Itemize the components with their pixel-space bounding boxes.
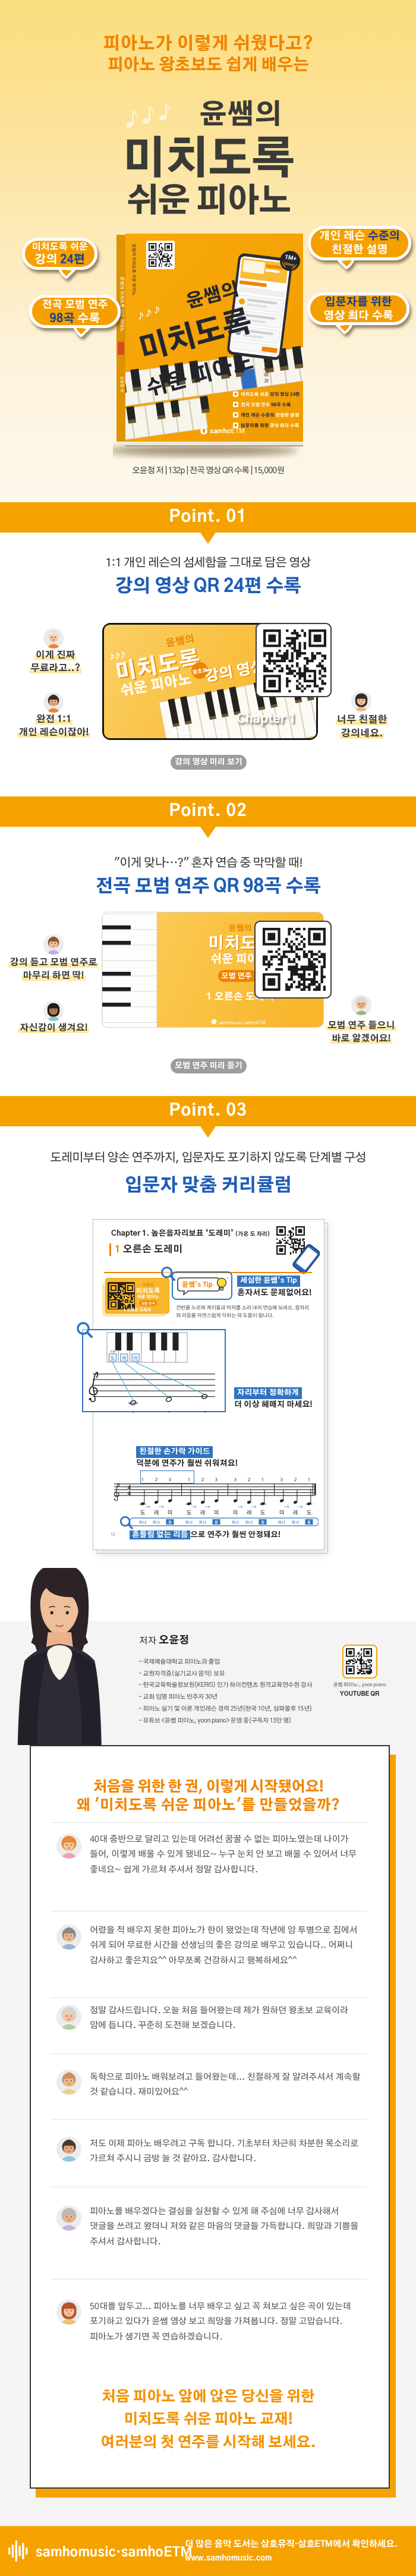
svg-text:모범 연주: 모범 연주 — [221, 972, 251, 980]
svg-text:오윤정 저: 오윤정 저 — [263, 362, 269, 383]
svg-text:미: 미 — [214, 1510, 219, 1516]
svg-text:하나: 하나 — [245, 1521, 253, 1525]
svg-text:♪♪♪: ♪♪♪ — [109, 651, 127, 662]
svg-text:도: 도 — [260, 1510, 266, 1516]
svg-text:레: 레 — [154, 1510, 159, 1516]
svg-text:2: 2 — [201, 1478, 204, 1482]
svg-text:도: 도 — [111, 1356, 115, 1361]
svg-text:윤쌤’s Tip: 윤쌤’s Tip — [182, 1280, 213, 1289]
svg-text:하나: 하나 — [278, 1521, 286, 1525]
svg-text:쉬운 피아노: 쉬운 피아노 — [137, 1295, 159, 1299]
svg-text:하나: 하나 — [292, 1521, 300, 1525]
svg-text:2: 2 — [155, 1478, 157, 1482]
svg-text:3: 3 — [169, 1478, 171, 1482]
svg-text:2: 2 — [294, 1478, 297, 1482]
svg-text:samhomusic·samhoETM: samhomusic·samhoETM — [219, 1021, 265, 1025]
svg-text:도: 도 — [140, 1510, 146, 1516]
svg-text:왕초보: 왕초보 — [192, 667, 208, 675]
svg-text:윤쌤의: 윤쌤의 — [228, 924, 251, 933]
svg-text:가온: 가온 — [110, 1350, 116, 1354]
svg-text:레: 레 — [200, 1510, 206, 1516]
svg-text:samhomusic·samhoETM: samhomusic·samhoETM — [179, 730, 226, 735]
svg-text:미치도록 쉬운 강의 영상 24편: 미치도록 쉬운 강의 영상 24편 — [241, 392, 300, 397]
svg-text:하나: 하나 — [185, 1521, 193, 1525]
svg-text:도: 도 — [307, 1510, 312, 1516]
svg-text:레: 레 — [247, 1510, 252, 1516]
svg-text:윤쌤의 미치도록 쉬운 피아노: 윤쌤의 미치도록 쉬운 피아노 — [119, 276, 125, 332]
svg-text:미치도록: 미치도록 — [136, 1287, 160, 1295]
svg-text:미: 미 — [233, 1510, 238, 1516]
svg-text:레: 레 — [293, 1510, 298, 1516]
svg-text:전곡 모범 연주 98곡 수록: 전곡 모범 연주 98곡 수록 — [241, 402, 291, 408]
svg-text:1: 1 — [131, 1411, 134, 1413]
svg-text:둘: 둘 — [261, 1520, 264, 1525]
svg-text:1: 1 — [188, 1478, 190, 1482]
svg-text:1M+: 1M+ — [284, 254, 297, 262]
svg-text:1: 1 — [308, 1478, 310, 1482]
svg-text:3: 3 — [234, 1478, 237, 1482]
svg-text:오윤정 저: 오윤정 저 — [119, 376, 124, 392]
svg-text:1: 1 — [261, 1478, 264, 1482]
svg-text:모범 연주: 모범 연주 — [141, 1302, 155, 1306]
svg-text:♪: ♪ — [154, 306, 160, 316]
svg-text:미: 미 — [133, 1356, 138, 1361]
svg-text:Chapter 1: Chapter 1 — [237, 712, 296, 726]
svg-text:미: 미 — [168, 1510, 173, 1516]
svg-text:4: 4 — [127, 1491, 131, 1497]
svg-text:♪: ♪ — [146, 308, 152, 319]
svg-text:1 오른손 도레미: 1 오른손 도레미 — [124, 1308, 151, 1312]
svg-text:views: views — [283, 262, 295, 268]
svg-text:레: 레 — [122, 1356, 127, 1361]
svg-text:입문자를 위한 영상 최다 수록: 입문자를 위한 영상 최다 수록 — [241, 423, 299, 429]
svg-text:2: 2 — [167, 1411, 170, 1413]
svg-text:3: 3 — [215, 1478, 218, 1482]
svg-text:둘: 둘 — [307, 1520, 311, 1525]
svg-text:윤쌤의: 윤쌤의 — [143, 1283, 153, 1287]
svg-text:4: 4 — [127, 1485, 131, 1491]
svg-text:둘: 둘 — [215, 1520, 218, 1525]
svg-text:3: 3 — [281, 1478, 283, 1482]
svg-text:둘: 둘 — [168, 1520, 172, 1525]
svg-text:samhoETM: samhoETM — [210, 427, 245, 435]
svg-text:2: 2 — [248, 1478, 250, 1482]
svg-text:하나: 하나 — [232, 1521, 239, 1525]
svg-text:하나: 하나 — [139, 1521, 147, 1525]
svg-text:도: 도 — [187, 1510, 192, 1516]
svg-text:3: 3 — [202, 1411, 206, 1413]
svg-text:하나: 하나 — [153, 1521, 160, 1525]
svg-text:하나: 하나 — [199, 1521, 207, 1525]
svg-text:♪: ♪ — [138, 311, 144, 322]
svg-text:윤쌤의 미치도록 쉬운 피아노: 윤쌤의 미치도록 쉬운 피아노 — [131, 244, 136, 295]
svg-text:개인 레슨 수준의 친절한 설명: 개인 레슨 수준의 친절한 설명 — [241, 412, 299, 418]
svg-text:미: 미 — [279, 1510, 285, 1516]
svg-text:1: 1 — [141, 1478, 144, 1482]
